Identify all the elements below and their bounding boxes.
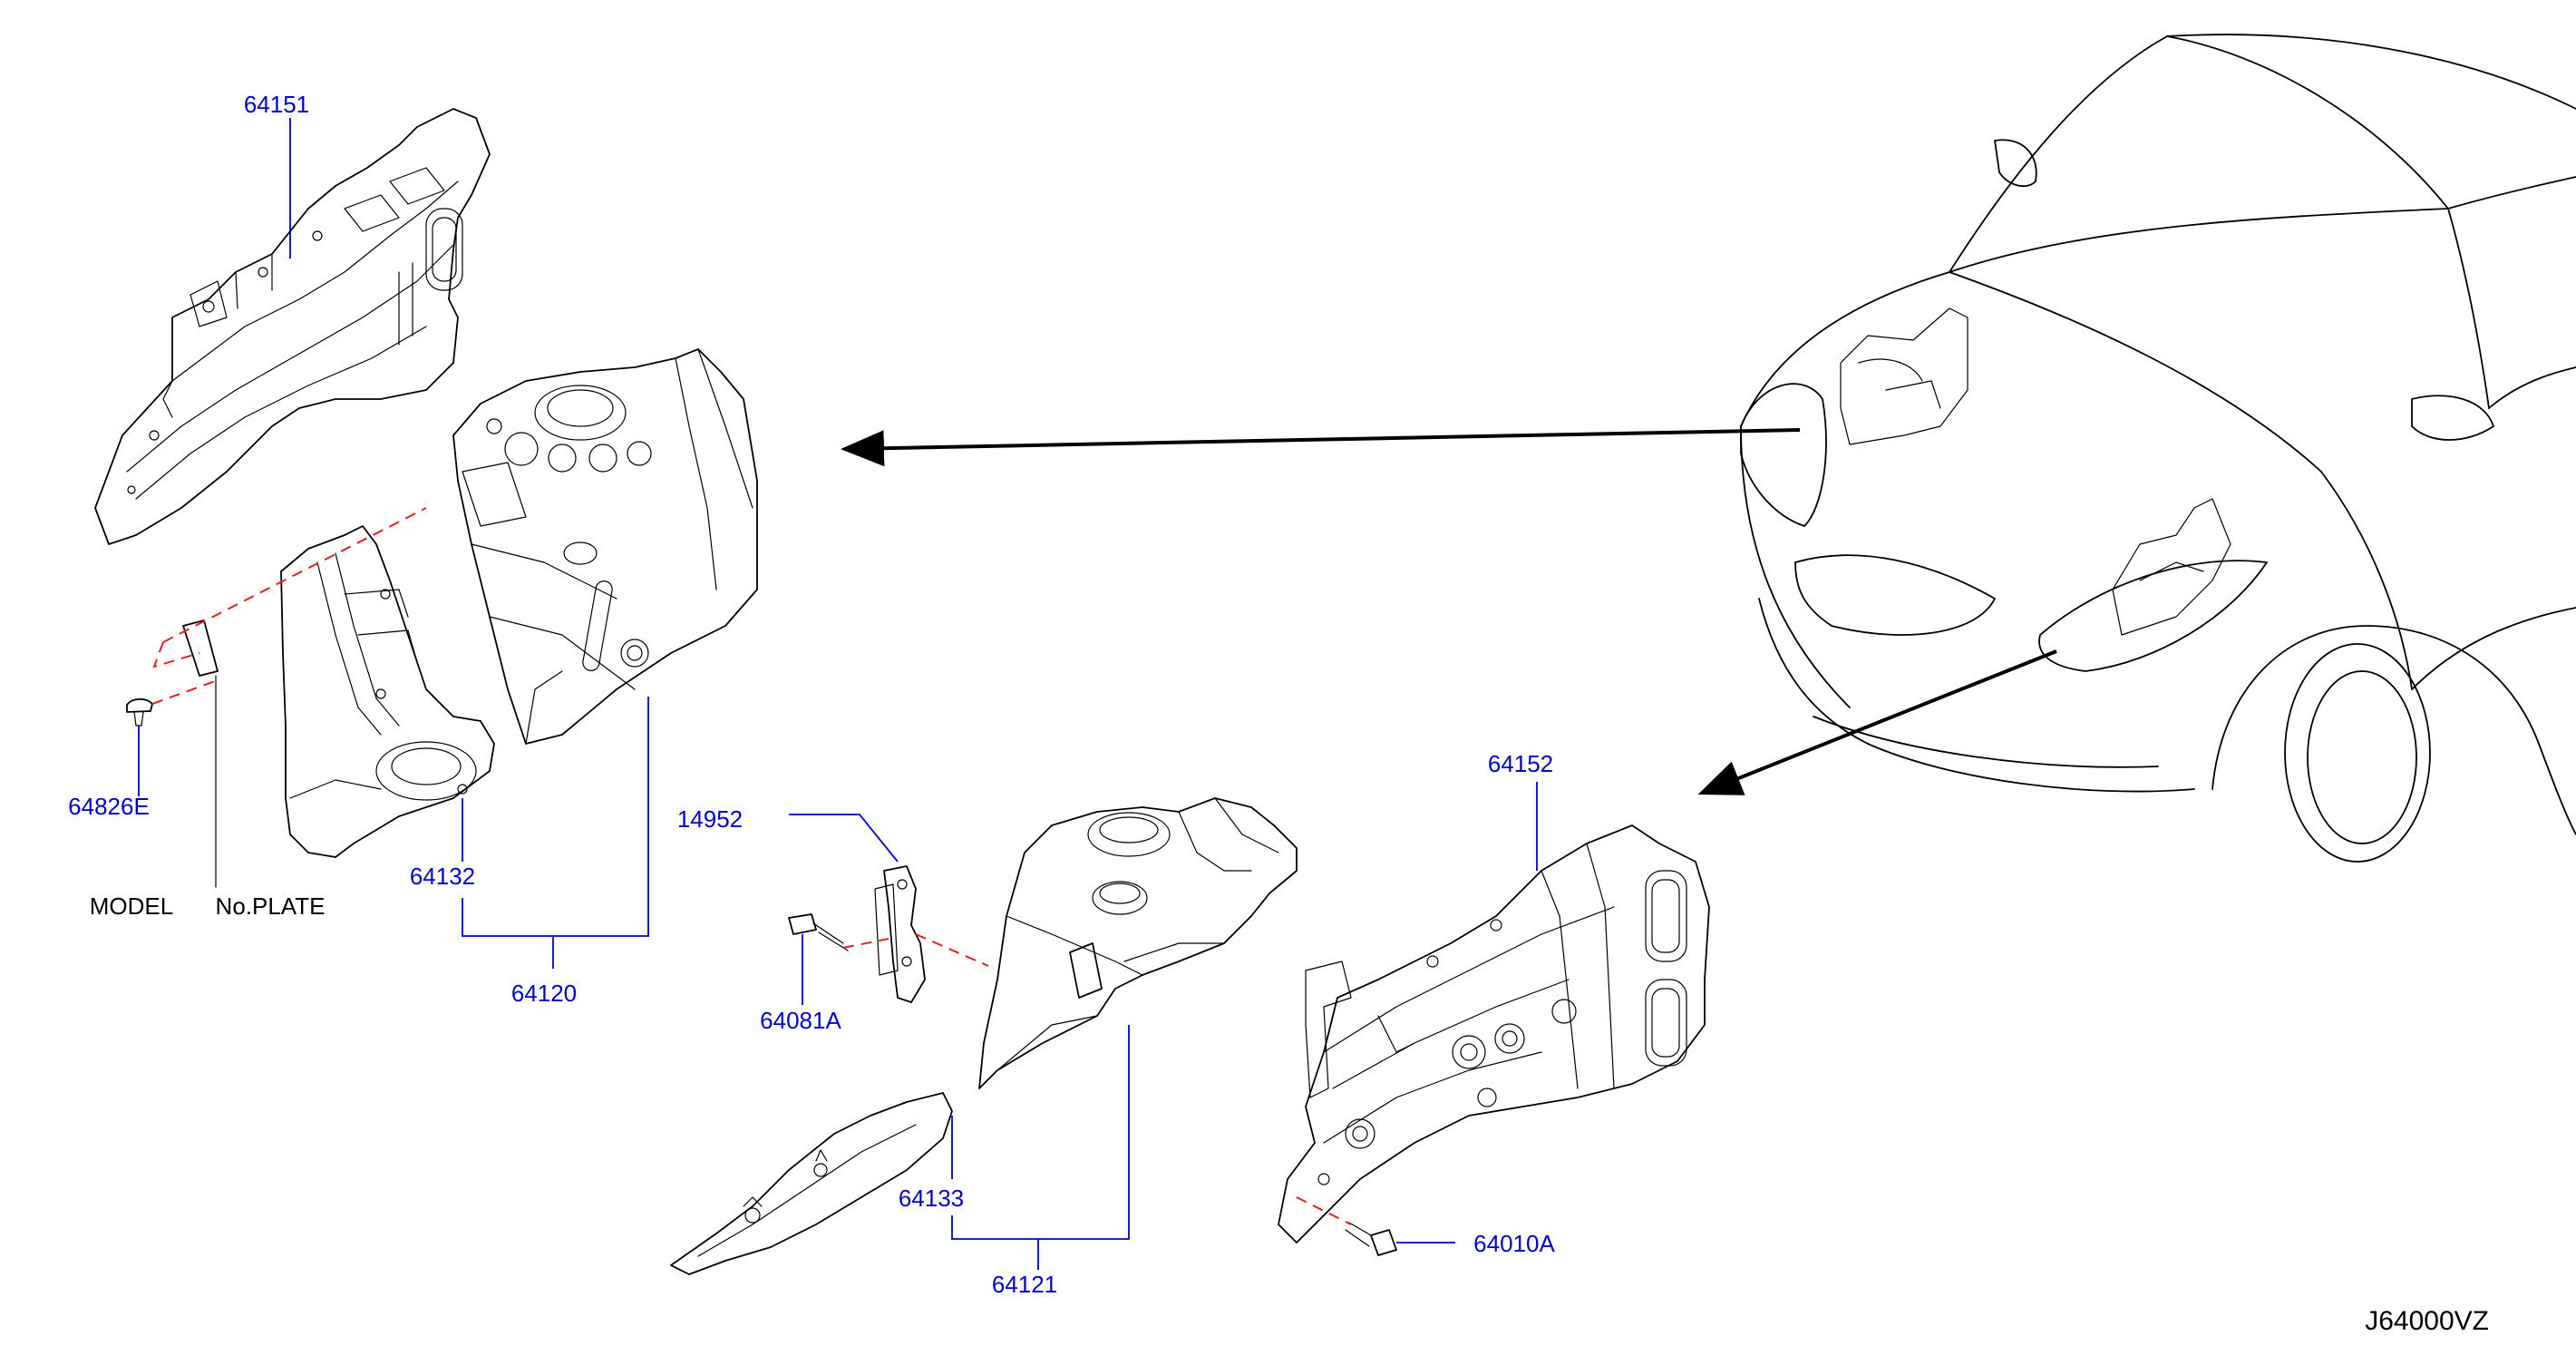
part-14952-drawing <box>788 865 989 1003</box>
label-64010A: 64010A <box>1473 1230 1555 1257</box>
part-64133-drawing <box>670 1092 953 1275</box>
label-64132: 64132 <box>410 863 475 890</box>
part-64132-drawing <box>280 525 495 858</box>
label-64081A: 64081A <box>760 1007 841 1034</box>
part-64151-drawing <box>94 108 491 545</box>
label-no-plate: No.PLATE <box>216 892 326 920</box>
label-14952: 14952 <box>677 805 743 833</box>
part-64120-drawing <box>452 348 758 745</box>
diagram-code: J64000VZ <box>2365 1306 2489 1336</box>
label-model: MODEL <box>90 892 173 920</box>
label-64120: 64120 <box>511 980 577 1007</box>
label-64133: 64133 <box>899 1185 964 1212</box>
label-64121: 64121 <box>992 1271 1057 1298</box>
car-outline <box>841 34 2576 863</box>
label-64152: 64152 <box>1488 750 1553 777</box>
part-64152-drawing <box>1278 824 1710 1256</box>
leader-lines <box>138 118 1538 1270</box>
part-64121-drawing <box>978 797 1298 1089</box>
label-64151: 64151 <box>244 91 309 118</box>
plate-clip-drawing <box>126 507 427 727</box>
label-64826E: 64826E <box>68 793 150 820</box>
